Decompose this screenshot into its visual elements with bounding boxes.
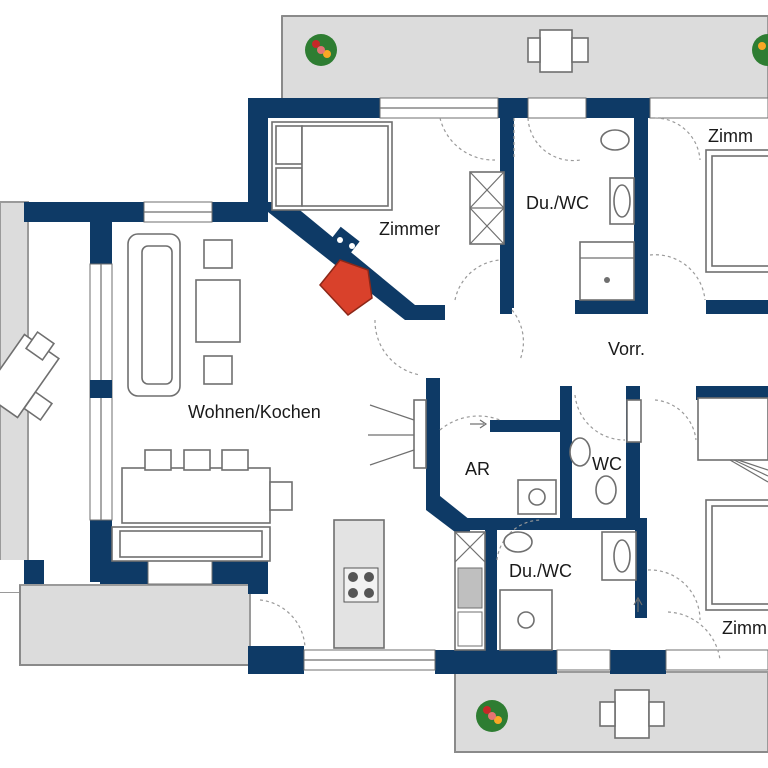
room-label-zimmer-se: Zimm	[722, 618, 767, 638]
kitchen-counter	[111, 526, 271, 562]
room-label-bad-north: Du./WC	[526, 193, 589, 213]
bed-zimmer-nw	[271, 121, 393, 211]
fireplace-icon	[319, 226, 373, 316]
room-label-bad-south: Du./WC	[509, 561, 572, 581]
bathroom-north-fixtures	[579, 129, 635, 301]
terrace-table-north	[527, 29, 589, 73]
kitchen-island	[333, 519, 385, 649]
dining-table	[121, 449, 293, 524]
wardrobe-zimmer-se	[697, 397, 768, 483]
terrace-table-west	[0, 330, 60, 422]
room-label-wc: WC	[592, 454, 622, 474]
washing-column	[454, 531, 486, 651]
room-label-zimmer-ne: Zimm	[708, 126, 753, 146]
wc-fixtures	[569, 399, 642, 505]
doors	[259, 117, 721, 661]
tv-screen	[368, 399, 427, 469]
room-label-ar: AR	[465, 459, 490, 479]
room-label-wohnen: Wohnen/Kochen	[188, 402, 321, 422]
potted-plant-icon	[305, 34, 337, 66]
coffee-table-set	[195, 239, 241, 385]
terrace-table-south	[599, 689, 665, 739]
terrace-north	[281, 15, 768, 101]
potted-plant-icon	[476, 700, 508, 732]
ar-fixtures	[470, 419, 557, 515]
terrace-southwest	[19, 584, 251, 666]
potted-plant-icon	[752, 34, 768, 66]
walls	[24, 98, 768, 674]
wardrobe-zimmer-nw	[469, 171, 505, 245]
room-label-vorraum: Vorr.	[608, 339, 645, 359]
room-label-zimmer-nw: Zimmer	[379, 219, 440, 239]
bed-zimmer-ne	[705, 149, 768, 273]
bathroom-south-fixtures	[499, 531, 643, 651]
windows	[89, 97, 768, 671]
bed-zimmer-se	[705, 499, 768, 611]
sofa	[127, 233, 181, 397]
stove-icon	[343, 567, 379, 603]
